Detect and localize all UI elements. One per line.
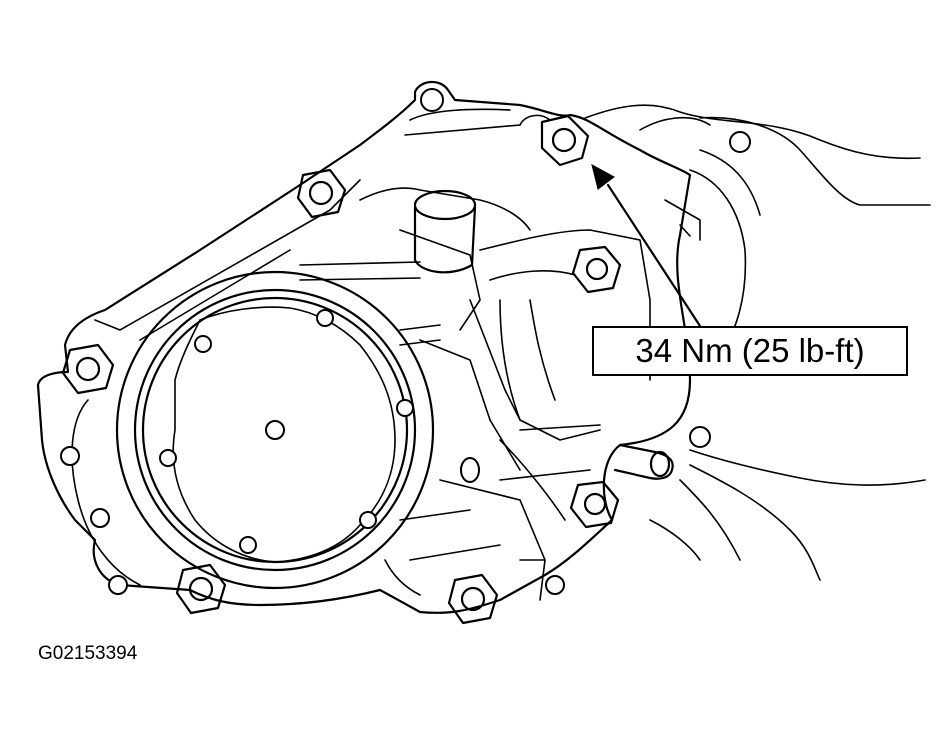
hex-bolt-icon <box>296 168 347 219</box>
torque-value: 34 Nm (25 lb-ft) <box>635 332 865 369</box>
hex-bolt-icon <box>61 343 115 395</box>
hex-bolt-icon <box>571 245 622 294</box>
hex-bolt-icon <box>175 563 227 615</box>
hex-bolt-icon <box>540 114 590 167</box>
torque-callout: 34 Nm (25 lb-ft) <box>592 326 908 376</box>
engine-block-lines <box>584 104 931 581</box>
pump-pulley <box>115 270 435 590</box>
figure-id: G02153394 <box>38 643 138 664</box>
arrow-icon <box>591 164 702 328</box>
hex-bolt-icon <box>447 573 499 625</box>
hex-bolt-icon <box>569 480 620 529</box>
pump-housing <box>36 80 692 614</box>
coolant-outlet-tube <box>413 189 477 274</box>
inlet-stub <box>613 443 674 480</box>
